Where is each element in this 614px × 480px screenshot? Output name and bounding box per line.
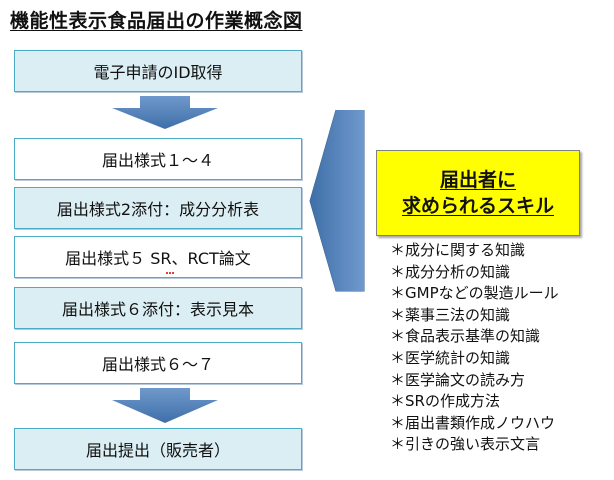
page-title: 機能性表示食品届出の作業概念図 — [10, 10, 303, 32]
skills-list: ＊成分に関する知識 ＊成分分析の知識 ＊GMPなどの製造ルール ＊薬事三法の知識… — [390, 240, 559, 456]
skill-item: ＊SRの作成方法 — [390, 392, 500, 411]
step-form6-label-sample: 届出様式６添付：表示見本 — [14, 287, 302, 329]
skill-item: ＊医学統計の知識 — [390, 348, 511, 367]
skill-box-line2: 求められるスキル — [401, 195, 554, 217]
skill-item: ＊成分に関する知識 — [390, 241, 526, 259]
step-id-acquisition: 電子申請のID取得 — [14, 50, 302, 92]
skill-item: ＊医学論文の読み方 — [390, 370, 526, 389]
down-arrow-icon — [112, 96, 218, 129]
step-form2-analysis: 届出様式2添付：成分分析表 — [14, 187, 302, 229]
left-arrow-icon — [309, 110, 365, 292]
skill-item: ＊薬事三法の知識 — [390, 305, 511, 324]
skill-item: ＊引きの強い表示文言 — [390, 435, 541, 454]
skill-box-line1: 届出者に — [439, 169, 516, 191]
step-form5-sr-rct: 届出様式５ SR、RCT論文 — [14, 236, 302, 278]
step-forms-6-7: 届出様式６～７ — [14, 342, 302, 384]
step-submission: 届出提出（販売者） — [14, 428, 302, 470]
skill-item: ＊GMPなどの製造ルール — [390, 284, 559, 303]
skill-item: ＊成分分析の知識 — [390, 262, 511, 281]
skill-item: ＊届出書類作成ノウハウ — [390, 413, 556, 432]
down-arrow-icon — [112, 388, 218, 423]
step-forms-1-4: 届出様式１～４ — [14, 138, 302, 180]
spellcheck-underline — [166, 269, 174, 274]
required-skills-box: 届出者に 求められるスキル — [376, 150, 580, 236]
skill-item: ＊食品表示基準の知識 — [390, 327, 541, 346]
